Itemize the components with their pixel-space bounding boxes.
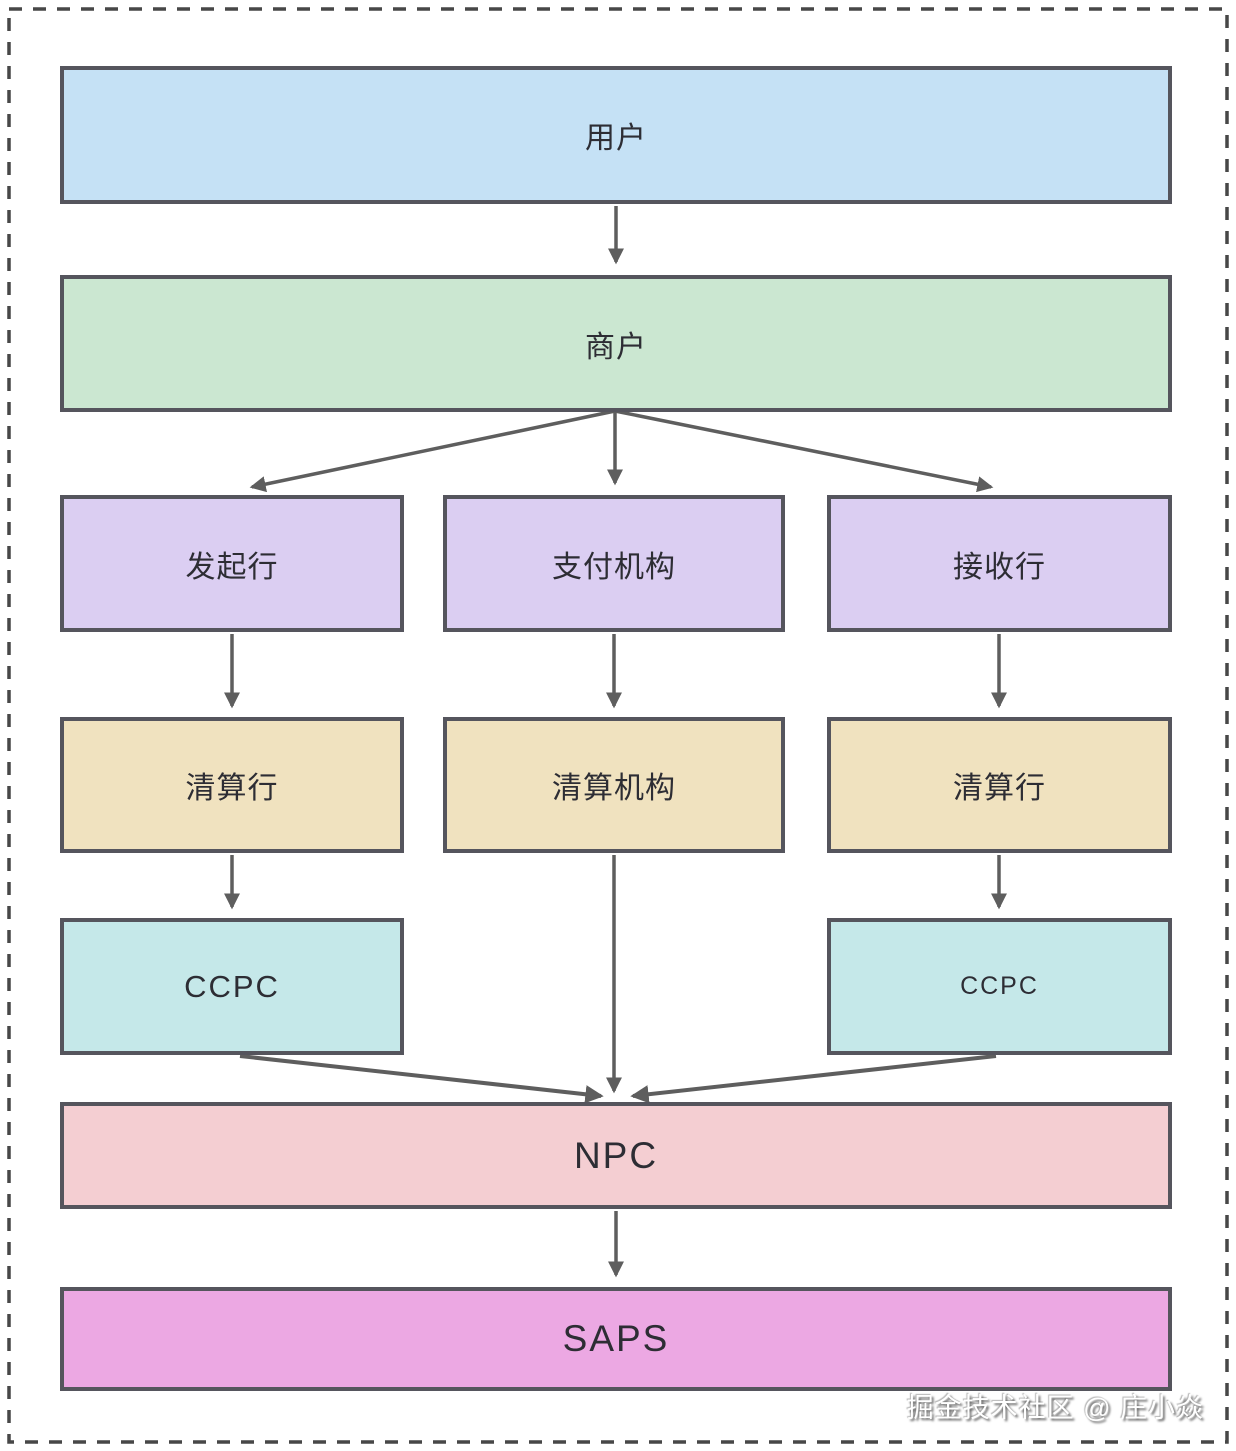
node-saps: SAPS bbox=[60, 1287, 1172, 1391]
edge-ccpcL-npc bbox=[239, 1054, 604, 1104]
node-initiating-bank: 发起行 bbox=[60, 495, 404, 632]
node-user: 用户 bbox=[60, 66, 1172, 204]
node-clearing-institution: 清算机构 bbox=[443, 717, 785, 853]
node-npc: NPC bbox=[60, 1102, 1172, 1209]
edge-ccpcR-npc bbox=[630, 1054, 997, 1104]
node-ccpc-right: CCPC bbox=[827, 918, 1172, 1055]
watermark-text: 掘金技术社区 @ 庄小焱 bbox=[906, 1393, 1204, 1423]
node-ccpc-left: CCPC bbox=[60, 918, 404, 1055]
node-receiving-bank: 接收行 bbox=[827, 495, 1172, 632]
outer-dashed-border bbox=[7, 7, 1229, 1444]
node-merchant: 商户 bbox=[60, 275, 1172, 412]
edge-merchant-initiating bbox=[249, 409, 616, 493]
node-clearing-bank-left: 清算行 bbox=[60, 717, 404, 853]
node-clearing-bank-right: 清算行 bbox=[827, 717, 1172, 853]
edge-merchant-receiving bbox=[614, 409, 994, 493]
node-payment-institution: 支付机构 bbox=[443, 495, 785, 632]
